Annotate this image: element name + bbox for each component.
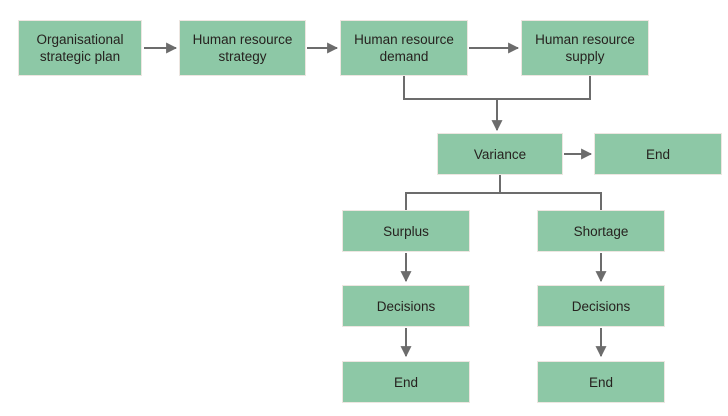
node-human-resource-demand: Human resource demand [340, 20, 468, 76]
node-end-variance: End [594, 133, 722, 175]
edge-variance-branch [405, 192, 602, 210]
node-decisions-surplus: Decisions [342, 285, 470, 327]
edge-demand-supply-join [403, 76, 591, 100]
node-shortage: Shortage [537, 210, 665, 252]
node-surplus: Surplus [342, 210, 470, 252]
node-decisions-shortage: Decisions [537, 285, 665, 327]
node-variance: Variance [437, 133, 563, 175]
node-human-resource-supply: Human resource supply [521, 20, 649, 76]
node-organisational-strategic-plan: Organisational strategic plan [18, 20, 142, 76]
node-end-shortage: End [537, 361, 665, 403]
node-human-resource-strategy: Human resource strategy [179, 20, 306, 76]
node-end-surplus: End [342, 361, 470, 403]
